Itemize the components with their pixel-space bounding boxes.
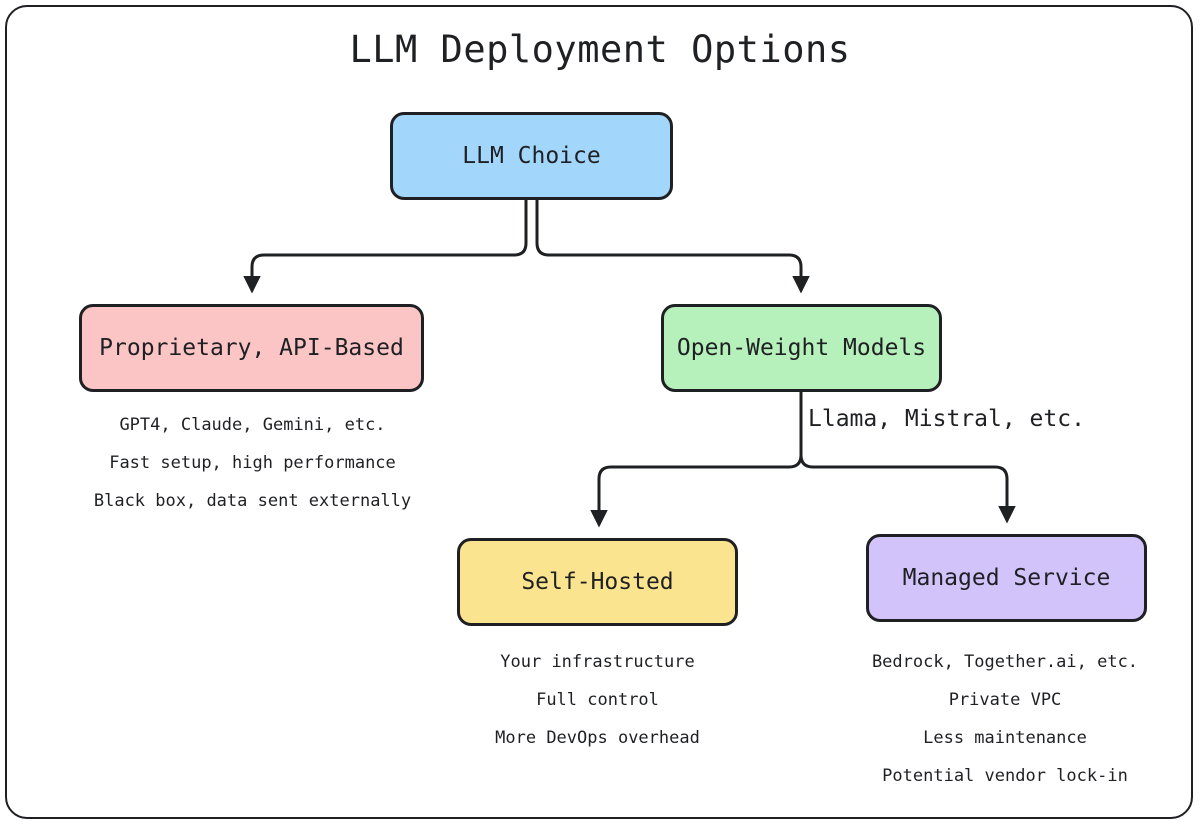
node-self-hosted-label: Self-Hosted xyxy=(521,569,674,595)
node-managed-service[interactable]: Managed Service xyxy=(866,534,1147,622)
node-open-weight-models-label: Open-Weight Models xyxy=(676,335,927,361)
annotation-line: Potential vendor lock-in xyxy=(882,766,1128,786)
edge-label-open-weight-examples: Llama, Mistral, etc. xyxy=(808,406,1085,432)
annotation-line: Full control xyxy=(536,690,659,710)
node-proprietary-api-based-label: Proprietary, API-Based xyxy=(99,335,404,361)
annotation-line: Black box, data sent externally xyxy=(93,491,412,511)
annotation-proprietary-notes: GPT4, Claude, Gemini, etc. Fast setup, hi… xyxy=(40,406,465,520)
annotation-line: Less maintenance xyxy=(923,728,1087,748)
page-title: LLM Deployment Options xyxy=(349,28,851,71)
annotation-line: Bedrock, Together.ai, etc. xyxy=(871,652,1139,672)
annotation-managed-service-notes: Bedrock, Together.ai, etc. Private VPC Les… xyxy=(840,643,1170,795)
node-managed-service-label: Managed Service xyxy=(902,565,1111,591)
node-llm-choice[interactable]: LLM Choice xyxy=(390,112,673,200)
annotation-line: More DevOps overhead xyxy=(495,728,700,748)
annotation-line: Your infrastructure xyxy=(500,652,695,672)
node-self-hosted[interactable]: Self-Hosted xyxy=(457,538,738,626)
node-llm-choice-label: LLM Choice xyxy=(462,143,601,169)
annotation-line: Private VPC xyxy=(948,690,1062,710)
annotation-line: Fast setup, high performance xyxy=(109,453,396,473)
annotation-line: GPT4, Claude, Gemini, etc. xyxy=(119,415,386,435)
node-proprietary-api-based[interactable]: Proprietary, API-Based xyxy=(79,304,424,392)
node-open-weight-models[interactable]: Open-Weight Models xyxy=(661,304,942,392)
